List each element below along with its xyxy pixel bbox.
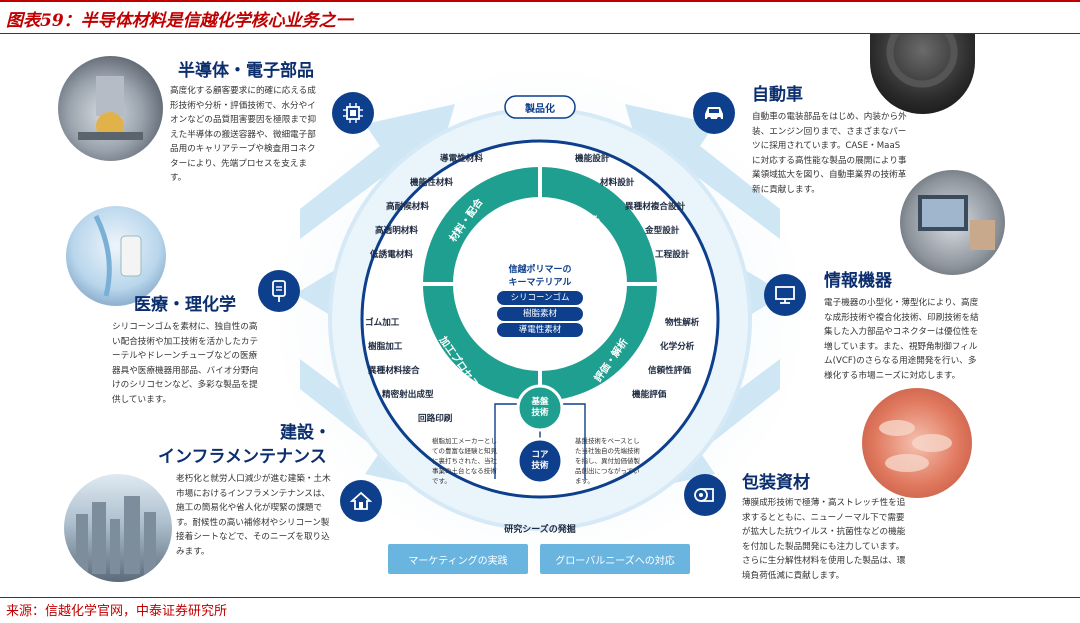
infra-desc: 老朽化と就労人口減少が進む建築・土木市場におけるインフラメンテナンスは、施工の簡… xyxy=(176,474,331,557)
car-icon xyxy=(693,92,735,134)
info-photo xyxy=(900,170,1005,275)
ring-item-materials-4: 高透明材料 xyxy=(375,226,418,236)
medical-desc: シリコーンゴムを素材に、独自性の高い配合技術や加工技術を活かしたカテーテルやドレ… xyxy=(112,322,259,405)
packaging-desc: 薄膜成形技術で極薄・高ストレッチ性を追求するとともに、ニューノーマル下で需要が拡… xyxy=(742,498,906,581)
ring-item-process-1: ゴム加工 xyxy=(365,318,400,328)
core-label: コア 技術 xyxy=(531,450,549,471)
title-bar xyxy=(0,0,1080,34)
ring-item-eval-2: 化学分析 xyxy=(660,342,695,352)
semiconductor-photo xyxy=(58,56,163,161)
kiban-label: 基盤 技術 xyxy=(531,397,549,418)
diagram-canvas: 信越ポリマーの キーマテリアル シリコーンゴム 樹脂素材 導電性素材 材料・配合… xyxy=(0,34,1080,597)
packaging-title: 包装資材 xyxy=(742,473,810,493)
ring-item-design-1: 機能設計 xyxy=(575,154,610,164)
global-needs-button: グローバルニーズへの対応 xyxy=(540,544,690,574)
top-badge-label: 製品化 xyxy=(525,104,555,115)
ring-item-process-2: 樹脂加工 xyxy=(368,342,403,352)
core-note: 基盤技術をベースとした当社独自の先端技術を指し、異付加価値製品創出につながってい… xyxy=(575,437,640,485)
film-roll-icon xyxy=(684,474,726,516)
infra-title-1: 建設・ xyxy=(280,423,331,443)
ring-item-design-4: 金型設計 xyxy=(645,226,680,236)
ring-item-design-3: 異種材複合設計 xyxy=(625,202,686,212)
ring-item-eval-1: 物性解析 xyxy=(665,318,700,328)
ring-item-eval-4: 機能評価 xyxy=(632,390,667,400)
infra-photo xyxy=(64,474,172,582)
automobile-desc: 自動車の電装部品をはじめ、内装から外装、エンジン回りまで、さまざまなパーツに採用… xyxy=(752,112,907,195)
info-desc: 電子機器の小型化・薄型化により、高度な成形技術や複合化技術、印刷技術を結集した入… xyxy=(824,298,979,381)
semiconductor-desc: 高度化する顧客要求に的確に応える成形技術や分析・評価技術で、水分やイオンなどの品… xyxy=(170,86,317,183)
ring-item-materials-3: 高耐候材料 xyxy=(386,202,429,212)
medical-title: 医療・理化学 xyxy=(134,295,236,315)
infra-title-2: インフラメンテナンス xyxy=(158,447,327,467)
seeds-label: 研究シーズの発掘 xyxy=(504,525,576,535)
center-pill-silicone: シリコーンゴム xyxy=(497,291,583,305)
automobile-photo xyxy=(870,34,975,114)
house-icon xyxy=(340,480,382,522)
kiban-note: 樹脂加工メーカーとしての豊富な経験と知見に裏打ちされた、当社事業の土台となる技術… xyxy=(432,437,497,485)
automobile-title: 自動車 xyxy=(752,85,803,105)
center-label-1: 信越ポリマーの xyxy=(508,265,572,275)
source-note: 来源：信越化学官网，中泰证券研究所 xyxy=(6,604,228,619)
ring-item-process-5: 回路印刷 xyxy=(418,414,453,424)
ring-item-materials-1: 導電性材料 xyxy=(440,154,483,164)
info-title: 情報機器 xyxy=(824,271,892,291)
ring-item-design-5: 工程設計 xyxy=(655,250,690,260)
semiconductor-title: 半導体・電子部品 xyxy=(178,61,314,81)
ring-item-materials-2: 機能性材料 xyxy=(410,178,453,188)
center-pill-resin: 樹脂素材 xyxy=(497,307,583,321)
center-label-2: キーマテリアル xyxy=(508,278,572,288)
marketing-button: マーケティングの実践 xyxy=(388,544,528,574)
packaging-photo xyxy=(862,388,972,498)
ring-item-process-3: 異種材料接合 xyxy=(368,366,420,376)
ring-item-process-4: 精密射出成型 xyxy=(382,390,434,400)
ring-item-eval-3: 信頼性評価 xyxy=(648,366,691,376)
ring-item-design-2: 材料設計 xyxy=(600,178,635,188)
medical-photo xyxy=(66,206,166,306)
figure-title: 图表59：半导体材料是信越化学核心业务之一 xyxy=(6,11,353,31)
center-pill-conductive: 導電性素材 xyxy=(497,323,583,337)
footer-rule xyxy=(0,597,1080,623)
monitor-icon xyxy=(764,274,806,316)
chip-icon xyxy=(332,92,374,134)
iv-bag-icon xyxy=(258,270,300,312)
ring-item-materials-5: 低誘電材料 xyxy=(370,250,413,260)
